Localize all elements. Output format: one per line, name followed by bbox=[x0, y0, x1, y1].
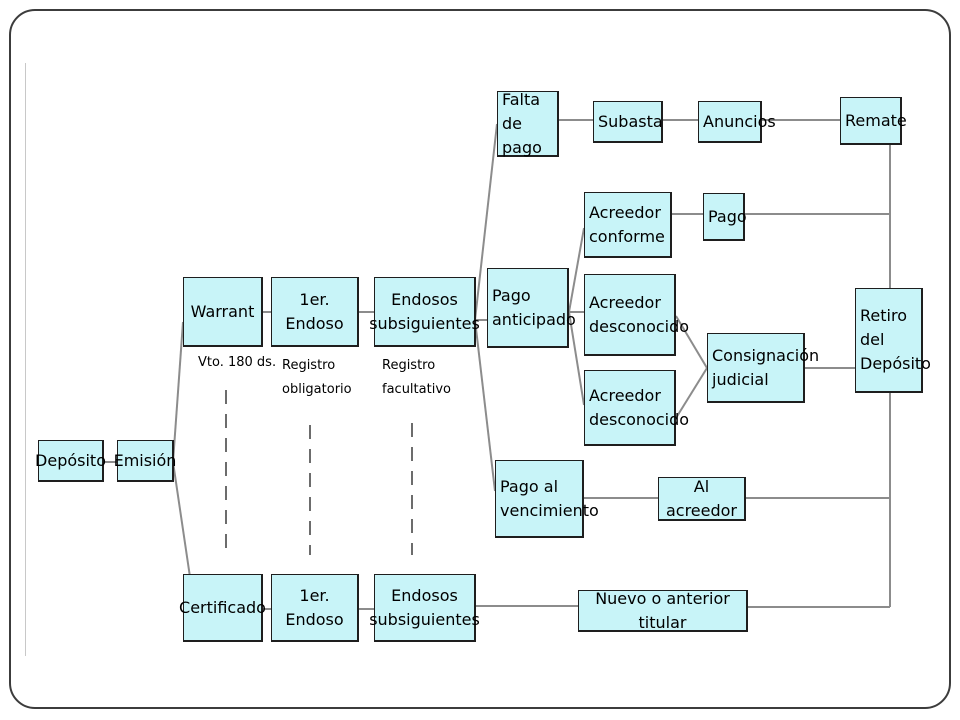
node-endosos-subsiguientes-certificado: Endosos subsiguientes bbox=[369, 574, 480, 642]
left-margin-line bbox=[25, 63, 26, 656]
node-subasta: Subasta bbox=[593, 101, 663, 143]
node-retiro-deposito: Retiro del Depósito bbox=[855, 288, 931, 393]
node-al-acreedor: Al acreedor bbox=[658, 477, 746, 521]
node-pago-anticipado: Pago anticipado bbox=[487, 268, 576, 348]
node-deposito: Depósito bbox=[35, 440, 106, 482]
node-consignacion-judicial: Consignación judicial bbox=[707, 333, 819, 403]
node-emision: Emisión bbox=[114, 440, 176, 482]
node-warrant: Warrant bbox=[183, 277, 263, 347]
node-pago-al-vencimiento: Pago al vencimiento bbox=[495, 460, 599, 538]
annotation-vto-180: Vto. 180 ds. bbox=[198, 355, 277, 370]
annotation-registro-obligatorio: Registro obligatorio bbox=[282, 358, 352, 397]
annotation-registro-facultativo: Registro facultativo bbox=[382, 358, 451, 397]
node-acreedor-conforme: Acreedor conforme bbox=[584, 192, 672, 258]
node-acreedor-desconocido-1: Acreedor desconocido bbox=[584, 274, 689, 356]
node-endosos-subsiguientes-warrant: Endosos subsiguientes bbox=[369, 277, 480, 347]
node-nuevo-titular: Nuevo o anterior titular bbox=[578, 589, 748, 632]
node-remate: Remate bbox=[840, 97, 907, 145]
node-primer-endoso-warrant: 1er. Endoso bbox=[271, 277, 359, 347]
node-certificado: Certificado bbox=[179, 574, 266, 642]
node-primer-endoso-certificado: 1er. Endoso bbox=[271, 574, 359, 642]
node-acreedor-desconocido-2: Acreedor desconocido bbox=[584, 370, 689, 446]
node-pago: Pago bbox=[703, 193, 747, 241]
node-falta-de-pago: Falta de pago bbox=[497, 90, 559, 157]
node-anuncios: Anuncios bbox=[698, 101, 776, 143]
